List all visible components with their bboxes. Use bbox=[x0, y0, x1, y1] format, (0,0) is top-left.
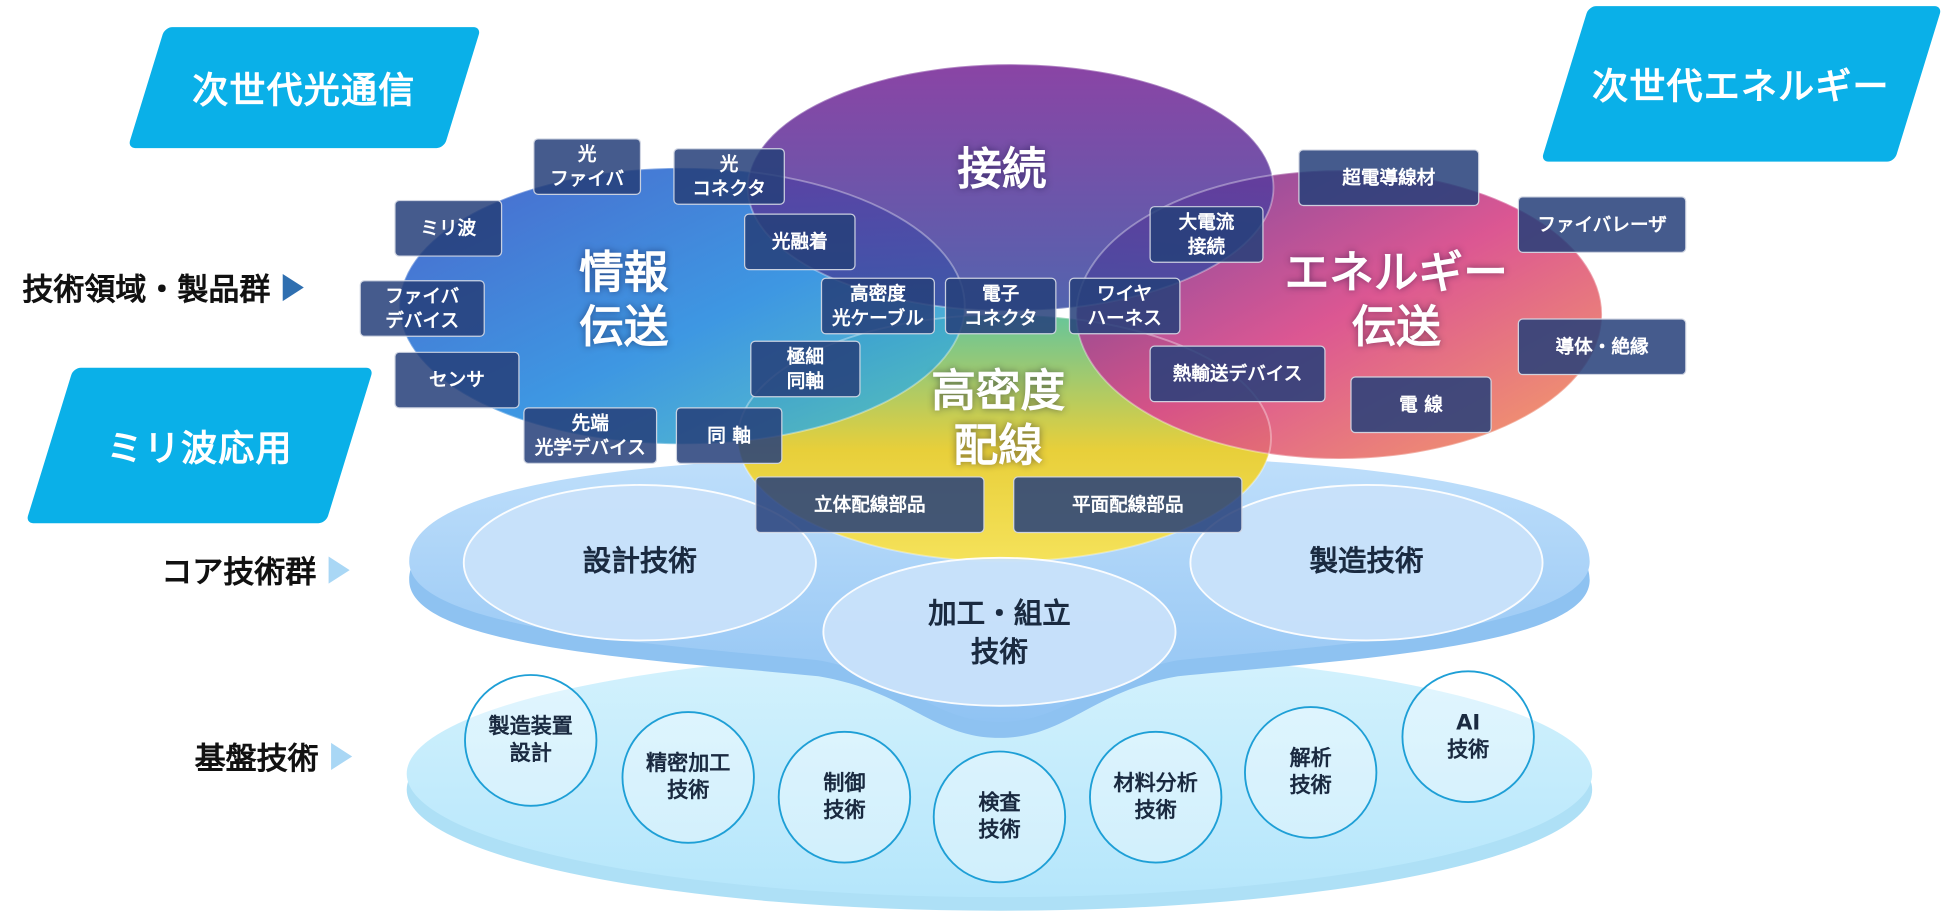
product-planar-wiring-parts: 平面配線部品 bbox=[1013, 476, 1243, 534]
foundation-material-analysis: 材料分析 技術 bbox=[1113, 771, 1198, 824]
product-micro-coax: 極細 同軸 bbox=[750, 340, 861, 398]
product-heat-transport-device: 熱輸送デバイス bbox=[1149, 345, 1326, 403]
tag-next-gen-energy: 次世代エネルギー bbox=[1540, 6, 1943, 162]
core-tech-manufacturing: 製造技術 bbox=[1309, 546, 1424, 579]
petal-title-connection: 接続 bbox=[957, 144, 1047, 195]
triangle-arrow-icon bbox=[328, 556, 350, 584]
product-sensor: センサ bbox=[394, 351, 520, 409]
product-superconductor: 超電導線材 bbox=[1298, 149, 1480, 207]
product-optical-fusion: 光融着 bbox=[744, 213, 856, 271]
product-coax: 同 軸 bbox=[675, 407, 783, 464]
core-circle-manufacturing bbox=[1189, 484, 1544, 642]
foundation-circle-material bbox=[1089, 730, 1223, 864]
product-wire-harness: ワイヤ ハーネス bbox=[1068, 277, 1181, 335]
foundation-circle-control bbox=[777, 730, 912, 864]
product-high-current-connection: 大電流 接続 bbox=[1149, 206, 1264, 263]
product-advanced-optical-device: 先端 光学デバイス bbox=[523, 407, 658, 464]
tag-mmwave-application: ミリ波応用 bbox=[25, 367, 374, 524]
product-3d-wiring-parts: 立体配線部品 bbox=[755, 476, 985, 534]
petal-top bbox=[747, 64, 1274, 311]
tag-mmwave-application-label: ミリ波応用 bbox=[106, 426, 293, 469]
side-label-domains: 技術領域・製品群 bbox=[22, 265, 304, 309]
product-optical-connector: 光 コネクタ bbox=[673, 148, 785, 205]
side-label-domains-text: 技術領域・製品群 bbox=[22, 271, 271, 308]
petal-title-info-transmission: 情報 伝送 bbox=[579, 248, 669, 353]
petal-title-energy-transmission: エネルギー 伝送 bbox=[1284, 248, 1508, 353]
core-tech-processing-assembly: 加工・組立 技術 bbox=[928, 598, 1071, 669]
triangle-arrow-icon bbox=[331, 742, 353, 771]
side-label-foundation-text: 基盤技術 bbox=[194, 740, 319, 777]
petal-title-high-density-wiring: 高密度 配線 bbox=[931, 366, 1066, 472]
foundation-circle-inspection bbox=[932, 750, 1067, 884]
triangle-arrow-icon bbox=[282, 273, 304, 302]
tag-next-gen-energy-label: 次世代エネルギー bbox=[1592, 65, 1891, 108]
product-hd-optical-cable: 高密度 光ケーブル bbox=[820, 277, 935, 335]
product-electronic-connector: 電子 コネクタ bbox=[944, 277, 1057, 335]
side-label-foundation: 基盤技術 bbox=[194, 734, 353, 778]
foundation-ai: AI 技術 bbox=[1447, 710, 1490, 763]
foundation-control: 制御 技術 bbox=[823, 771, 866, 824]
product-fiber-device: ファイバ デバイス bbox=[359, 280, 485, 337]
foundation-circle-precision bbox=[621, 711, 755, 844]
foundation-circle-ai bbox=[1401, 670, 1535, 804]
product-conductor-insulation: 導体・絶縁 bbox=[1517, 318, 1687, 376]
product-optical-fiber: 光 ファイバ bbox=[533, 138, 642, 195]
foundation-inspection: 検査 技術 bbox=[978, 790, 1021, 843]
foundation-precision-machining: 精密加工 技術 bbox=[646, 751, 731, 804]
core-tech-design: 設計技術 bbox=[582, 546, 697, 579]
product-electric-wire: 電 線 bbox=[1350, 376, 1492, 434]
foundation-circle-analysis bbox=[1244, 706, 1378, 839]
foundation-equipment-design: 製造装置 設計 bbox=[488, 714, 573, 767]
product-fiber-laser: ファイバレーザ bbox=[1517, 196, 1687, 253]
side-label-core-text: コア技術群 bbox=[161, 554, 317, 590]
tag-next-gen-optical-label: 次世代光通信 bbox=[192, 69, 417, 112]
core-circle-process bbox=[822, 556, 1177, 707]
tag-next-gen-optical: 次世代光通信 bbox=[127, 27, 482, 149]
foundation-circle-equipment bbox=[464, 674, 598, 807]
core-circle-design bbox=[462, 484, 817, 642]
side-label-core: コア技術群 bbox=[161, 548, 350, 592]
product-mmwave: ミリ波 bbox=[394, 199, 503, 257]
foundation-analysis: 解析 技術 bbox=[1289, 746, 1332, 799]
